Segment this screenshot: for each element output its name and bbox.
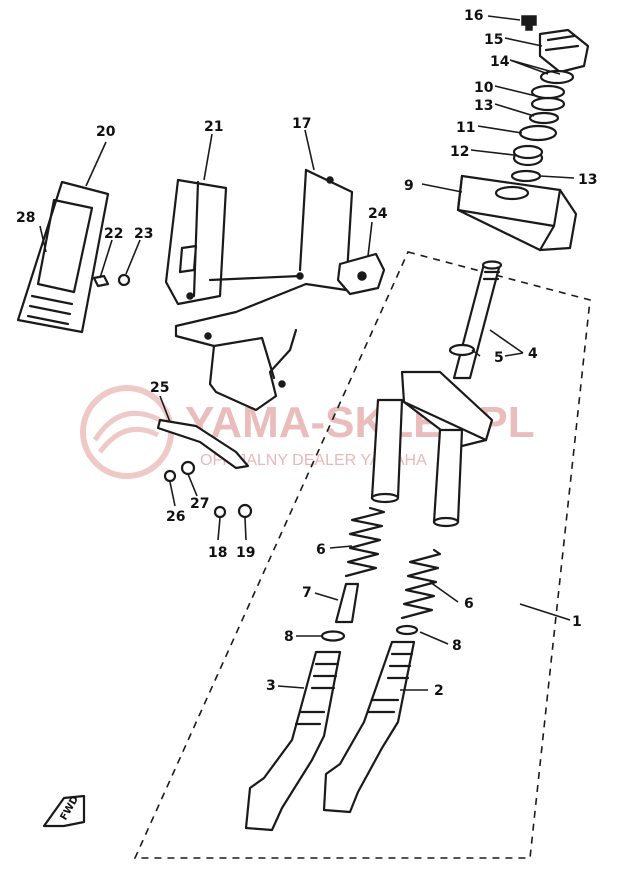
- part-25-stay: [156, 418, 250, 470]
- leader-lines: [39, 15, 575, 691]
- part-8-washer-right: [395, 624, 419, 636]
- under-bracket: [400, 370, 494, 448]
- part-15-nut: [538, 28, 590, 74]
- callout-22: 22: [104, 226, 123, 242]
- callout-18: 18: [208, 545, 227, 561]
- wire-line: [208, 274, 302, 282]
- callout-5: 5: [494, 350, 504, 366]
- part-26-bolt: [163, 469, 177, 483]
- fwd-arrow-icon: FWD: [42, 794, 86, 828]
- part-27-washer: [180, 460, 196, 476]
- inner-tube-right: [432, 428, 464, 528]
- part-10-washer: [530, 84, 566, 112]
- part-19-washer: [237, 503, 253, 519]
- callout-23: 23: [134, 226, 153, 242]
- callout-27: 27: [190, 496, 209, 512]
- part-3-outer-tube: [244, 650, 342, 832]
- callout-14: 14: [490, 54, 510, 70]
- part-5-seal: [448, 343, 476, 357]
- part-17-bracket: [174, 168, 354, 412]
- callout-12: 12: [450, 144, 469, 160]
- watermark-subtitle: OFICJALNY DEALER YAMAHA: [200, 452, 427, 469]
- part-24-connector: [336, 252, 386, 296]
- callout-25: 25: [150, 380, 169, 396]
- callout-10: 10: [474, 80, 494, 96]
- callout-9: 9: [404, 178, 414, 194]
- callout-7: 7: [302, 585, 312, 601]
- part-18-bolt: [213, 505, 227, 519]
- callout-26: 26: [166, 509, 185, 525]
- part-14-washer: [539, 69, 575, 85]
- callout-16: 16: [464, 8, 483, 24]
- part-13-lower-bearing: [510, 169, 542, 183]
- callout-8-right: 8: [452, 638, 462, 654]
- callout-19: 19: [236, 545, 255, 561]
- callout-28: 28: [16, 210, 35, 226]
- part-22-screw: [92, 274, 110, 288]
- callout-15: 15: [484, 32, 503, 48]
- part-6-spring-left: [344, 506, 386, 578]
- callout-13-upper: 13: [474, 98, 493, 114]
- callouts: 1 2 3 4 5 6 6 7 8 8 9 10 11 12 13 13 14 …: [16, 8, 597, 699]
- part-20-meter: [16, 180, 110, 334]
- part-16-bolt: [521, 15, 537, 31]
- part-11-race: [518, 124, 558, 142]
- callout-13-lower: 13: [578, 172, 597, 188]
- part-9-upper-bracket: [456, 174, 578, 252]
- callout-17: 17: [292, 116, 311, 132]
- part-2-outer-tube: [322, 640, 416, 814]
- callout-4: 4: [528, 346, 538, 362]
- part-8-washer-left: [320, 630, 346, 642]
- assembly-outline: [133, 251, 591, 859]
- callout-21: 21: [204, 119, 223, 135]
- callout-8-left: 8: [284, 629, 294, 645]
- part-7-spacer: [334, 582, 360, 624]
- callout-6-right: 6: [464, 596, 474, 612]
- part-6-spring-right: [400, 548, 442, 620]
- callout-11: 11: [456, 120, 475, 136]
- callout-3: 3: [266, 678, 276, 694]
- part-21-housing: [164, 178, 228, 306]
- part-12-race: [512, 144, 544, 167]
- callout-24: 24: [368, 206, 388, 222]
- callout-6-left: 6: [316, 542, 326, 558]
- callout-1: 1: [572, 614, 582, 630]
- inner-tube-left: [370, 398, 404, 504]
- part-23-washer: [117, 273, 131, 287]
- callout-2: 2: [434, 683, 444, 699]
- callout-20: 20: [96, 124, 116, 140]
- part-13-bearing: [528, 111, 560, 125]
